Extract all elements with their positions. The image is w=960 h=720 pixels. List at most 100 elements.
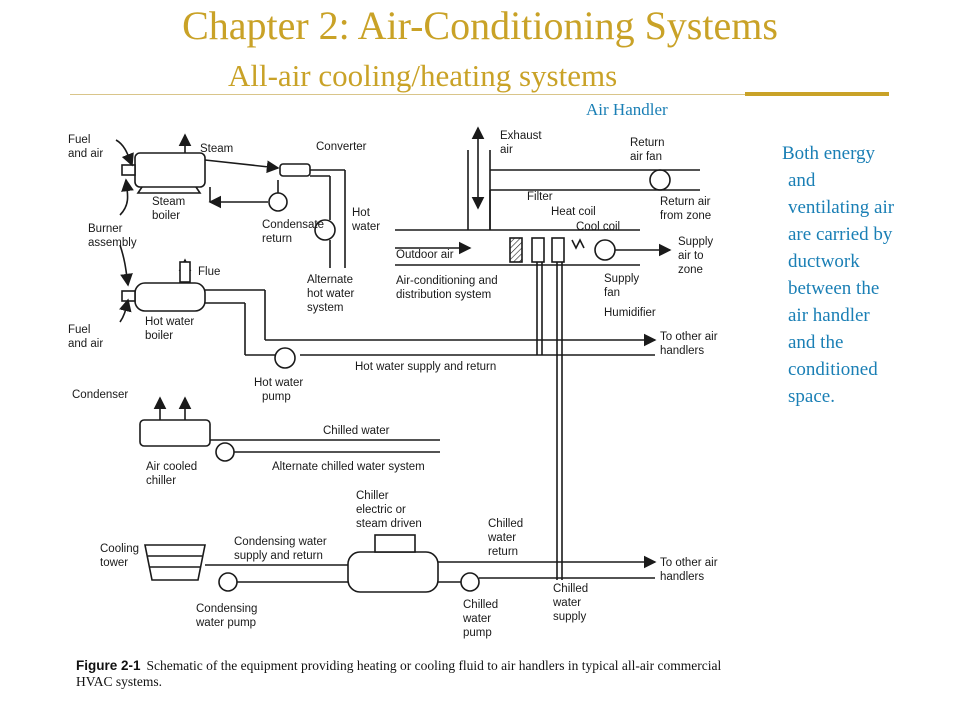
label-alternate-hot-water: Alternate — [307, 274, 353, 286]
label-fuel-air-top: Fuel — [68, 134, 90, 146]
side-note-line: ventilating air — [788, 197, 895, 218]
chilled-water-pump — [460, 572, 480, 592]
diagram-label-line: water — [552, 597, 581, 609]
converter — [279, 163, 311, 177]
label-ac-distribution: Air-conditioning and — [396, 275, 498, 287]
label-other-air-handlers-2: To other air — [660, 557, 718, 569]
label-chilled-water-return: Chilled — [488, 518, 523, 530]
diagram-label-line: water pump — [195, 617, 256, 629]
diagram-label-line: and air — [68, 338, 103, 350]
condensing-water-pump — [218, 572, 238, 592]
converter-pump — [268, 192, 288, 212]
label-chilled-water-supply: Chilled — [553, 583, 588, 595]
label-hot-water: Hot — [352, 207, 371, 219]
label-steam: Steam — [200, 143, 233, 155]
label-condenser: Condenser — [72, 389, 128, 401]
diagram-label-line: fan — [604, 287, 620, 299]
label-condensate-return: Condensate — [262, 219, 324, 231]
side-note-line: Both energy — [782, 143, 876, 164]
label-filter: Filter — [527, 191, 553, 203]
heat-coil — [531, 237, 545, 263]
cool-coil — [551, 237, 565, 263]
label-chilled-water: Chilled water — [323, 425, 390, 437]
label-humidifier: Humidifier — [604, 307, 656, 319]
label-burner-assembly: Burner — [88, 223, 123, 235]
label-condensing-water-pump: Condensing — [196, 603, 257, 615]
diagram-label-line: assembly — [88, 237, 137, 249]
diagram-label-line: supply — [553, 611, 586, 623]
label-supply-air-zone: Supply — [678, 236, 713, 248]
air-cooled-chiller — [139, 419, 211, 447]
diagram-labels: Fuel and air Steam Converter Steam boile… — [68, 130, 718, 639]
diagram-label-line: water — [487, 532, 516, 544]
hot-water-pump — [274, 347, 296, 369]
diagram-label-line: air to — [678, 250, 704, 262]
hot-water-boiler — [134, 282, 206, 312]
air-handler-callout: Air Handler — [586, 100, 668, 119]
side-note-line: and — [788, 170, 816, 191]
label-other-air-handlers-1: To other air — [660, 331, 718, 343]
diagram-label-line: boiler — [145, 330, 173, 342]
diagram-label-line: water — [351, 221, 380, 233]
diagram-label-line: distribution system — [396, 289, 491, 301]
diagram-label-line: air fan — [630, 151, 662, 163]
diagram-label-line: supply and return — [234, 550, 323, 562]
title-divider — [70, 94, 748, 95]
label-air-cooled-chiller: Air cooled — [146, 461, 197, 473]
label-condensing-water-supply: Condensing water — [234, 536, 327, 548]
diagram-label-line: air — [500, 144, 513, 156]
supply-fan — [594, 239, 616, 261]
label-steam-boiler: Steam — [152, 196, 185, 208]
diagram-label-line: return — [488, 546, 518, 558]
chiller — [347, 551, 439, 593]
diagram-label-line: handlers — [660, 345, 704, 357]
side-note-line: are carried by — [788, 224, 893, 245]
diagram-label-line: boiler — [152, 210, 180, 222]
title-accent-bar — [745, 92, 889, 96]
page-title: Chapter 2: Air-Conditioning Systems — [182, 3, 778, 48]
label-heat-coil: Heat coil — [551, 206, 596, 218]
chiller-pump — [215, 442, 235, 462]
side-note-line: conditioned — [788, 359, 878, 380]
label-return-air-zone: Return air — [660, 196, 711, 208]
diagram-label-line: system — [307, 302, 343, 314]
diagram-label-line: from zone — [660, 210, 711, 222]
diagram-label-line: water — [462, 613, 491, 625]
side-note-line: ductwork — [788, 251, 860, 272]
return-air-fan — [649, 169, 671, 191]
figure-number: Figure 2-1 — [76, 658, 141, 673]
cooling-tower — [144, 544, 206, 581]
label-chiller-driven: Chiller — [356, 490, 389, 502]
label-cooling-tower: Cooling — [100, 543, 139, 555]
diagram-label-line: handlers — [660, 571, 704, 583]
side-note: Both energy and ventilating air are carr… — [780, 140, 930, 410]
diagram-label-line: and air — [68, 148, 103, 160]
hot-water-pump-alt — [314, 219, 336, 241]
label-outdoor-air: Outdoor air — [396, 249, 454, 261]
label-supply-fan: Supply — [604, 273, 639, 285]
diagram-label-line: tower — [100, 557, 128, 569]
diagram-label-line: pump — [463, 627, 492, 639]
label-chilled-water-pump: Chilled — [463, 599, 498, 611]
label-flue: Flue — [198, 266, 220, 278]
side-note-line: and the — [788, 332, 844, 353]
side-note-line: air handler — [788, 305, 870, 326]
label-fuel-air-bottom: Fuel — [68, 324, 90, 336]
diagram-label-line: pump — [262, 391, 291, 403]
label-cool-coil: Cool coil — [576, 221, 620, 233]
side-note-line: between the — [788, 278, 880, 299]
label-exhaust-air: Exhaust — [500, 130, 542, 142]
diagram-label-line: hot water — [307, 288, 354, 300]
diagram-label-line: return — [262, 233, 292, 245]
label-hot-water-pump: Hot water — [254, 377, 303, 389]
diagram-label-line: electric or — [356, 504, 406, 516]
diagram-label-line: zone — [678, 264, 703, 276]
diagram-label-line: steam driven — [356, 518, 422, 530]
page-subtitle: All-air cooling/heating systems — [228, 58, 618, 93]
label-hot-water-boiler: Hot water — [145, 316, 194, 328]
filter — [509, 237, 523, 263]
side-note-line: space. — [788, 386, 835, 407]
figure-caption-text: Schematic of the equipment providing hea… — [76, 658, 722, 689]
